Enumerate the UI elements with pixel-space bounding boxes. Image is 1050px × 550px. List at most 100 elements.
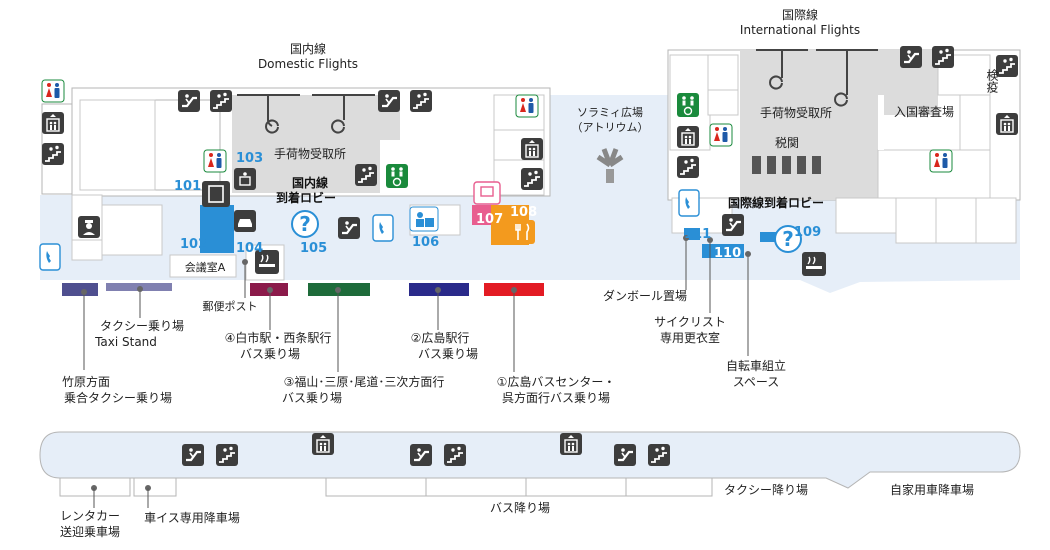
- restaurant-icon: [511, 220, 535, 244]
- elevator-icon: [520, 137, 544, 161]
- male-female-restroom-icon: [709, 123, 733, 147]
- room-109: 109: [794, 225, 821, 240]
- rental-car-line1: レンタカー: [60, 509, 120, 523]
- room-101: 101: [174, 179, 201, 194]
- phone-icon: [678, 189, 700, 217]
- escalator-icon: [898, 44, 924, 70]
- elevator-icon: [559, 432, 583, 456]
- elevator-icon: [41, 111, 65, 135]
- male-female-restroom-icon: [41, 79, 65, 103]
- private-car-dropoff-label: 自家用車降車場: [890, 482, 974, 497]
- international-wing: [667, 49, 1021, 258]
- taxi-stop-bar: [62, 283, 98, 296]
- wheelchair-dropoff-label: 車イス専用降車場: [144, 511, 240, 525]
- bus-dropoff-label: バス降り場: [490, 501, 550, 515]
- bus-stop-4-line2: バス乗り場: [240, 347, 300, 361]
- customs-label: 税関: [775, 136, 799, 150]
- escalator-icon: [176, 88, 202, 114]
- cardboard-label: ダンボール置場: [603, 288, 687, 303]
- accessible-restroom-icon: [385, 163, 409, 189]
- meeting-room-label: 会議室A: [185, 260, 226, 274]
- room-102: 102: [180, 237, 207, 252]
- stairs-icon: [647, 443, 671, 467]
- phone-icon: [39, 243, 61, 271]
- stairs-icon: [409, 89, 433, 113]
- room-108: 108: [510, 205, 537, 220]
- leader-lines: [81, 235, 751, 372]
- smoking-area-icon: [801, 251, 827, 277]
- atrium-icon: [596, 148, 624, 183]
- domestic-arrival-line1: 国内線: [292, 175, 328, 190]
- domestic-arrival-line2: 到着ロビー: [276, 190, 336, 205]
- bus-stop-2-line1: ②広島駅行: [411, 330, 470, 345]
- atrium-line1: ソラミィ広場: [577, 106, 643, 119]
- intl-arrival-label: 国際線到着ロビー: [728, 195, 824, 210]
- escalator-icon: [720, 212, 746, 238]
- stairs-icon: [354, 163, 378, 187]
- room-107: 107: [476, 212, 503, 227]
- intl-baggage-label: 手荷物受取所: [760, 106, 832, 120]
- stairs-icon: [676, 155, 700, 179]
- escalator-icon: [408, 442, 434, 468]
- escalator-icon: [336, 215, 362, 241]
- bus-stop-4-line1: ④白市駅・西条駅行: [225, 330, 332, 345]
- atm-icon: [473, 181, 501, 205]
- room-105: 105: [300, 241, 327, 256]
- cyclist-line1: サイクリスト: [654, 315, 726, 329]
- rental-car-line2: 送迎乗車場: [60, 524, 120, 539]
- stairs-icon: [995, 54, 1019, 78]
- escalator-icon: [376, 88, 402, 114]
- room-104: 104: [236, 241, 263, 256]
- domestic-title-ja: 国内線: [290, 41, 326, 56]
- taxi-dropoff-label: タクシー降り場: [724, 483, 808, 497]
- room-110: 110: [714, 246, 741, 261]
- car-rental-icon: [234, 210, 256, 232]
- male-female-restroom-icon: [203, 149, 227, 173]
- locker-icon: [202, 181, 230, 207]
- male-female-restroom-icon: [515, 94, 539, 118]
- bike-assembly-line1: 自転車組立: [726, 358, 786, 373]
- drop-off-bays: [59, 477, 713, 497]
- accessible-restroom-icon: [676, 92, 700, 118]
- takehara-line2: 乗合タクシー乗り場: [64, 390, 172, 405]
- stairs-icon: [41, 142, 65, 166]
- domestic-baggage-label: 手荷物受取所: [274, 147, 346, 161]
- stairs-icon: [931, 45, 955, 69]
- stairs-icon: [215, 443, 239, 467]
- cyclist-line2: 専用更衣室: [660, 330, 720, 345]
- curbside-road: [39, 431, 1021, 489]
- bike-assembly-line2: スペース: [733, 375, 780, 389]
- shop-icon: [409, 206, 439, 232]
- baggage-carousel-icon: [237, 49, 878, 134]
- international-title-ja: 国際線: [782, 7, 818, 22]
- international-title-en: International Flights: [740, 23, 860, 37]
- room-106: 106: [412, 235, 439, 250]
- information-icon: [291, 210, 319, 238]
- elevator-icon: [311, 432, 335, 456]
- postbox-label: 郵便ポスト: [203, 300, 258, 313]
- bus-stop-1-line1: ①広島バスセンター・: [497, 374, 616, 389]
- takehara-line1: 竹原方面: [62, 374, 110, 389]
- taxi-stand-line1: タクシー乗り場: [100, 319, 184, 333]
- bus-stop-3-line2: バス乗り場: [282, 391, 342, 405]
- baby-room-icon: [234, 168, 256, 190]
- police-icon: [78, 216, 100, 238]
- male-female-restroom-icon: [929, 149, 953, 173]
- domestic-title-en: Domestic Flights: [258, 57, 358, 71]
- elevator-icon: [995, 112, 1019, 136]
- elevator-icon: [676, 125, 700, 149]
- stairs-icon: [520, 167, 544, 191]
- room-111: 111: [684, 227, 711, 242]
- phone-icon: [372, 214, 394, 242]
- escalator-icon: [612, 442, 638, 468]
- escalator-icon: [180, 442, 206, 468]
- stairs-icon: [209, 89, 233, 113]
- stairs-icon: [443, 443, 467, 467]
- bus-stop-2-line2: バス乗り場: [418, 347, 478, 361]
- bus-stop-1-line2: 呉方面行バス乗り場: [502, 390, 610, 405]
- immigration-label: 入国審査場: [894, 104, 954, 119]
- atrium-line2: （アトリウム）: [572, 121, 649, 134]
- domestic-wing: [41, 87, 551, 281]
- bus-stop-3-line1: ③福山･三原･尾道･三次方面行: [284, 374, 445, 389]
